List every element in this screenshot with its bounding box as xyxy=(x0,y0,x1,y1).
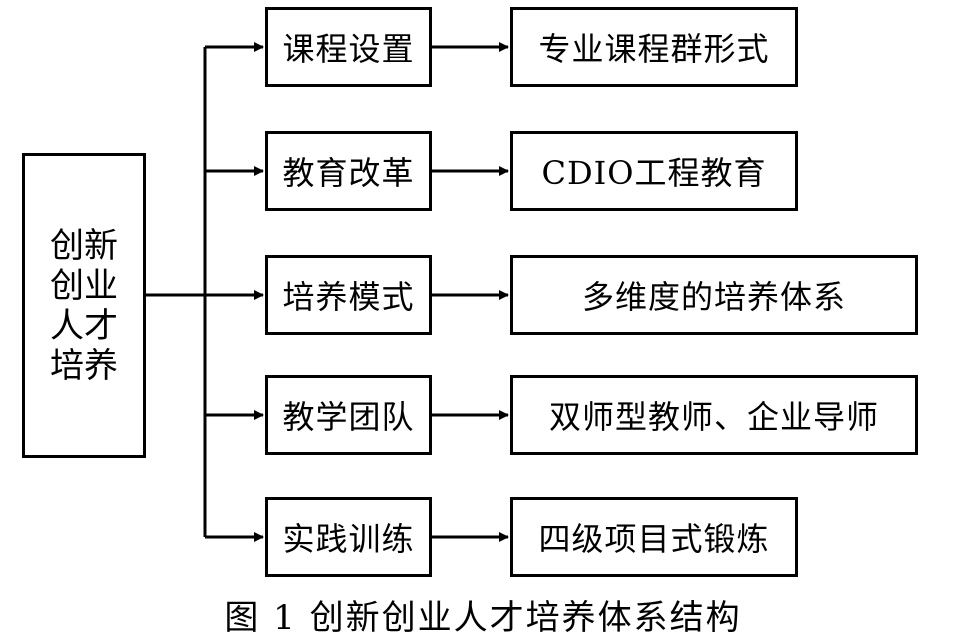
root-line-4: 培养 xyxy=(50,345,118,386)
root-line-3: 人才 xyxy=(50,305,118,346)
root-line-2: 创业 xyxy=(50,265,118,306)
branch-label-2: 教育改革 xyxy=(282,154,415,192)
branch-label-4: 教学团队 xyxy=(282,398,415,436)
detail-label-1: 专业课程群形式 xyxy=(538,30,770,68)
detail-label-2: CDIO工程教育 xyxy=(541,154,767,192)
branch-node-1: 课程设置 xyxy=(265,7,432,87)
detail-label-4: 双师型教师、企业导师 xyxy=(548,398,879,436)
detail-node-5: 四级项目式锻炼 xyxy=(510,497,798,577)
detail-label-5: 四级项目式锻炼 xyxy=(538,520,770,558)
detail-node-2: CDIO工程教育 xyxy=(510,131,798,211)
branch-label-5: 实践训练 xyxy=(282,520,415,558)
figure-caption: 图 1 创新创业人才培养体系结构 xyxy=(224,598,742,638)
root-label: 创新 创业 人才 培养 xyxy=(50,226,118,386)
detail-node-1: 专业课程群形式 xyxy=(510,7,798,87)
root-node: 创新 创业 人才 培养 xyxy=(22,153,146,458)
branch-node-2: 教育改革 xyxy=(265,131,432,211)
branch-label-1: 课程设置 xyxy=(282,30,415,68)
detail-node-4: 双师型教师、企业导师 xyxy=(510,375,918,455)
branch-node-3: 培养模式 xyxy=(265,255,432,335)
detail-node-3: 多维度的培养体系 xyxy=(510,255,918,335)
branch-label-3: 培养模式 xyxy=(282,278,415,316)
detail-label-3: 多维度的培养体系 xyxy=(581,278,846,316)
root-line-1: 创新 xyxy=(50,225,118,266)
branch-node-4: 教学团队 xyxy=(265,375,432,455)
branch-node-5: 实践训练 xyxy=(265,497,432,577)
